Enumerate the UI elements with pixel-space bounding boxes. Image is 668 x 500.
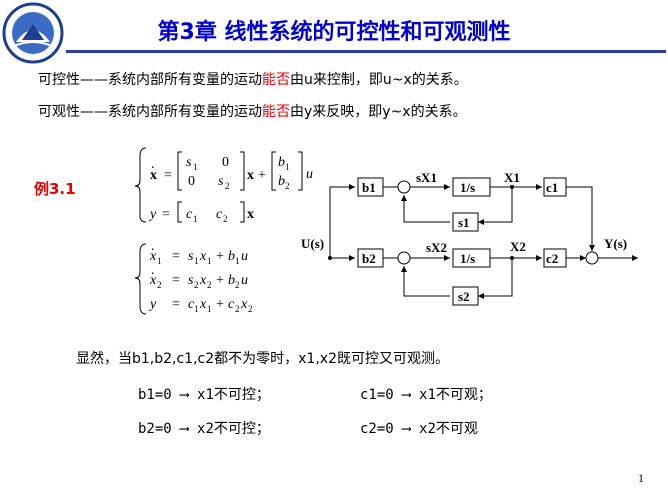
svg-text:y: y	[148, 297, 157, 312]
arrow-right-icon: ⟶	[402, 387, 411, 403]
svg-text:.: .	[151, 157, 155, 172]
svg-text:x: x	[149, 249, 157, 264]
arrow-right-icon: ⟶	[180, 387, 189, 403]
svg-text:2: 2	[248, 304, 253, 314]
svg-text:c: c	[188, 297, 195, 312]
block-integrator-2: 1/s	[460, 251, 475, 266]
svg-text:u: u	[306, 167, 313, 182]
svg-text:x: x	[149, 273, 157, 288]
svg-text:x: x	[240, 297, 248, 312]
signal-sx2: sX2	[426, 240, 447, 255]
condition-c1: c1=0 ⟶ x1不可观；	[360, 387, 492, 403]
svg-text:.: .	[151, 239, 155, 254]
svg-text:0: 0	[222, 155, 229, 170]
svg-text:+: +	[216, 273, 224, 288]
svg-text:1: 1	[194, 256, 199, 266]
svg-text:s: s	[188, 273, 194, 288]
svg-text:x: x	[199, 297, 207, 312]
svg-text:b: b	[278, 155, 285, 170]
block-c2: c2	[546, 251, 558, 266]
svg-text:x: x	[247, 168, 254, 183]
svg-text:1: 1	[157, 256, 162, 266]
page-title: 第3章 线性系统的可控性和可观测性	[157, 20, 511, 45]
svg-text:u: u	[241, 273, 248, 288]
block-integrator-1: 1/s	[460, 180, 475, 195]
svg-text:2: 2	[285, 181, 290, 191]
condition-b1: b1=0 ⟶ x1不可控；	[138, 387, 270, 403]
svg-text:s: s	[186, 155, 192, 170]
block-s1: s1	[458, 215, 470, 230]
svg-text:c: c	[216, 207, 223, 222]
block-b2: b2	[362, 251, 376, 266]
svg-text:1: 1	[285, 162, 290, 172]
svg-text:+: +	[216, 297, 224, 312]
svg-text:2: 2	[157, 280, 162, 290]
svg-text:c: c	[228, 297, 235, 312]
svg-text:2: 2	[235, 304, 240, 314]
example-label: 例3.1	[34, 180, 76, 198]
signal-sx1: sX1	[416, 170, 437, 185]
university-logo-icon	[2, 2, 64, 64]
diagram-output-label: Y(s)	[604, 236, 627, 251]
block-diagram: U(s) Y(s) b1 b2 1/s 1/s c1 c2 s1 s2 sX1 …	[301, 170, 638, 306]
svg-text:s: s	[218, 174, 224, 189]
diagram-input-label: U(s)	[301, 236, 324, 251]
svg-text:2: 2	[207, 280, 212, 290]
arrow-right-icon: ⟶	[180, 421, 189, 437]
svg-text:b: b	[228, 273, 235, 288]
svg-text:1: 1	[194, 304, 199, 314]
svg-text:2: 2	[235, 280, 240, 290]
svg-text:1: 1	[207, 304, 212, 314]
svg-text:2: 2	[223, 214, 228, 224]
definition-observability: 可观性——系统内部所有变量的运动能否由y来反映，即y~x的关系。	[38, 104, 467, 120]
svg-text:2: 2	[194, 280, 199, 290]
svg-text:s: s	[188, 249, 194, 264]
condition-b2: b2=0 ⟶ x2不可控；	[138, 421, 270, 437]
svg-text:x: x	[150, 168, 157, 183]
svg-text:2: 2	[225, 181, 230, 191]
svg-text:1: 1	[235, 256, 240, 266]
svg-text:=: =	[172, 273, 180, 288]
svg-text:u: u	[241, 249, 248, 264]
block-c1: c1	[546, 180, 558, 195]
statement-text: 显然，当b1,b2,c1,c2都不为零时，x1,x2既可控又可观测。	[76, 351, 449, 367]
svg-text:=: =	[162, 207, 170, 222]
svg-text:x: x	[247, 207, 254, 222]
svg-text:0: 0	[188, 174, 195, 189]
signal-x1: X1	[504, 170, 520, 185]
svg-text:+: +	[258, 168, 266, 183]
svg-text:x: x	[199, 249, 207, 264]
svg-text:c: c	[186, 207, 193, 222]
page-number: 1	[638, 471, 644, 485]
svg-text:y: y	[148, 207, 157, 222]
svg-text:.: .	[151, 263, 155, 278]
block-s2: s2	[458, 289, 470, 304]
condition-c2: c2=0 ⟶ x2不可观	[360, 421, 478, 437]
svg-text:1: 1	[207, 256, 212, 266]
signal-x2: X2	[510, 239, 526, 254]
svg-text:=: =	[172, 249, 180, 264]
svg-text:1: 1	[193, 214, 198, 224]
block-b1: b1	[362, 180, 376, 195]
svg-text:x: x	[199, 273, 207, 288]
arrow-right-icon: ⟶	[402, 421, 411, 437]
svg-text:=: =	[164, 168, 172, 183]
svg-text:+: +	[216, 249, 224, 264]
svg-text:=: =	[172, 297, 180, 312]
svg-text:1: 1	[193, 162, 198, 172]
svg-text:b: b	[228, 249, 235, 264]
title-rule	[66, 50, 666, 53]
definition-controllability: 可控性——系统内部所有变量的运动能否由u来控制，即u~x的关系。	[38, 72, 468, 88]
svg-text:b: b	[278, 174, 285, 189]
